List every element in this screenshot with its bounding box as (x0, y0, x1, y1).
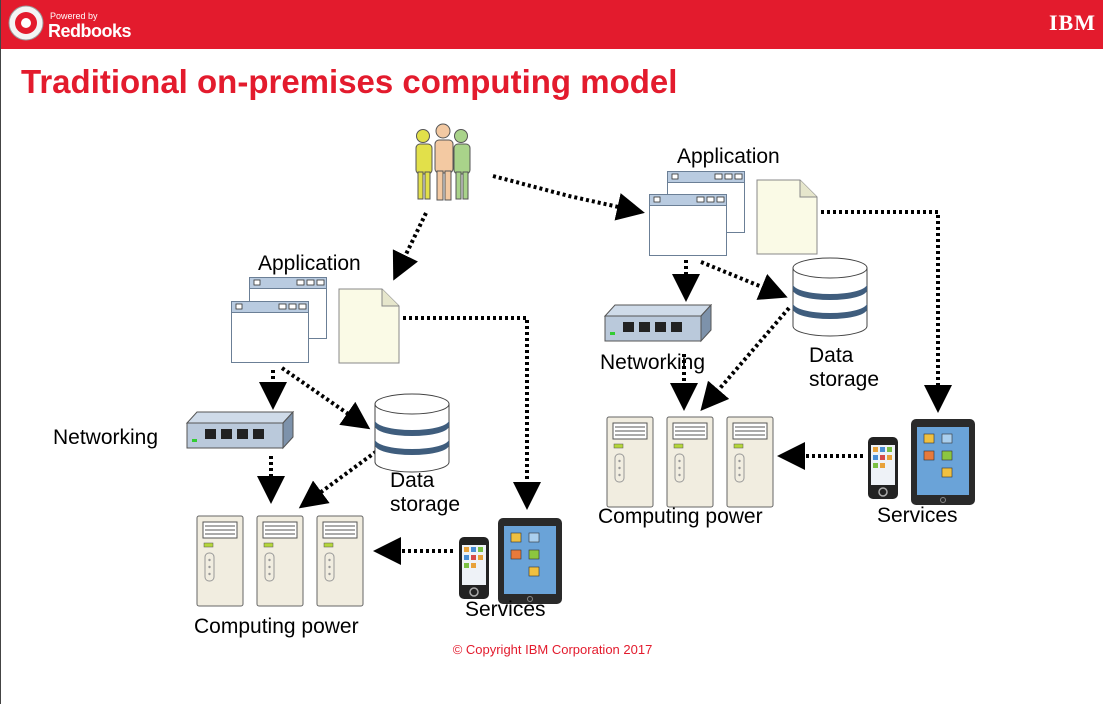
label-data-storage-left-line2: storage (390, 493, 460, 516)
connector-left-storage-compute (298, 446, 383, 509)
server-icon (316, 515, 364, 607)
redbooks-icon (8, 5, 44, 41)
connector-right-app-storage (700, 260, 788, 300)
label-computing-power-right: Computing power (598, 505, 763, 528)
redbooks-text: Redbooks (48, 21, 132, 41)
label-application-right: Application (677, 145, 780, 168)
smartphone-icon (458, 536, 490, 600)
application-window-icon (231, 301, 309, 363)
connector-left-app-storage (280, 366, 371, 430)
label-computing-power-left: Computing power (194, 615, 359, 638)
application-window-icon (649, 194, 727, 256)
server-icon (606, 416, 654, 508)
server-icon (256, 515, 304, 607)
server-icon (726, 416, 774, 508)
server-icon (666, 416, 714, 508)
label-data-storage-left-line1: Data (390, 469, 435, 492)
copyright-text: © Copyright IBM Corporation 2017 (452, 642, 653, 657)
label-networking-right: Networking (600, 351, 705, 374)
database-icon (792, 257, 868, 337)
label-networking-left: Networking (53, 426, 158, 449)
smartphone-icon (867, 436, 899, 500)
page-title: Traditional on-premises computing model (21, 63, 678, 100)
database-icon (374, 393, 450, 473)
label-data-storage-right-line1: Data (809, 344, 854, 367)
connector-right-doc-services (821, 210, 952, 413)
users-icon (415, 123, 471, 201)
tablet-icon (910, 418, 976, 506)
label-data-storage-right-line2: storage (809, 368, 879, 391)
header-bar: Powered by Redbooks IBM (1, 0, 1103, 49)
server-icon (196, 515, 244, 607)
redbooks-logo: Powered by Redbooks (6, 3, 132, 45)
document-icon (338, 288, 400, 364)
network-switch-icon (186, 411, 294, 449)
document-icon (756, 179, 818, 255)
connector-users-left-app (392, 212, 428, 281)
label-services-left: Services (465, 598, 546, 621)
connectors (257, 174, 952, 565)
powered-by-text: Powered by (50, 11, 98, 21)
connector-users-right-app (492, 174, 645, 221)
ibm-logo: IBM (1049, 10, 1096, 35)
label-application-left: Application (258, 252, 361, 275)
connector-right-storage-compute (700, 306, 791, 412)
network-switch-icon (604, 304, 712, 342)
tablet-icon (497, 517, 563, 605)
label-services-right: Services (877, 504, 958, 527)
